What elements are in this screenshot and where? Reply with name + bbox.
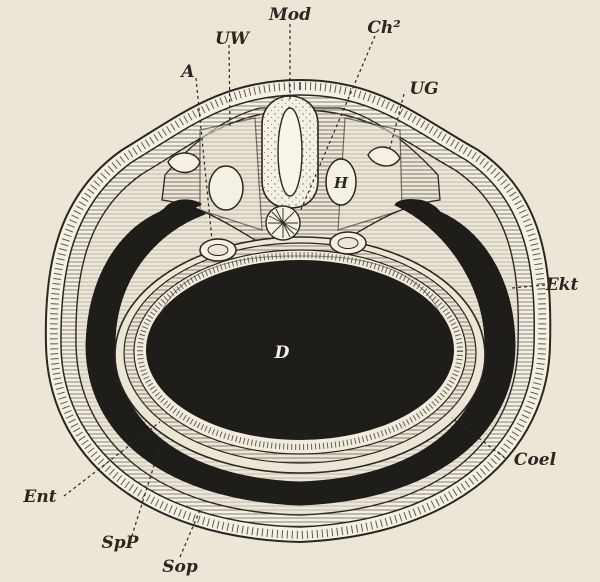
left-somite-cavity	[209, 166, 243, 210]
gut-lumen	[146, 260, 454, 440]
label-sop: Sop	[162, 557, 198, 577]
label-med: Mod	[268, 5, 311, 25]
label-h: H	[333, 174, 349, 192]
label-spp: SpP	[102, 533, 140, 553]
aorta-right	[330, 232, 366, 254]
aorta-left	[200, 239, 236, 261]
neural-tube	[262, 96, 318, 208]
notochord	[266, 206, 300, 240]
label-coel: Coel	[514, 450, 557, 470]
label-ch2: Ch²	[367, 18, 400, 38]
label-ent: Ent	[22, 487, 56, 507]
label-a: A	[179, 62, 194, 82]
label-uw: UW	[215, 29, 251, 49]
label-ug: UG	[409, 79, 438, 99]
label-d: D	[274, 343, 290, 363]
label-ekt: Ekt	[545, 275, 579, 295]
